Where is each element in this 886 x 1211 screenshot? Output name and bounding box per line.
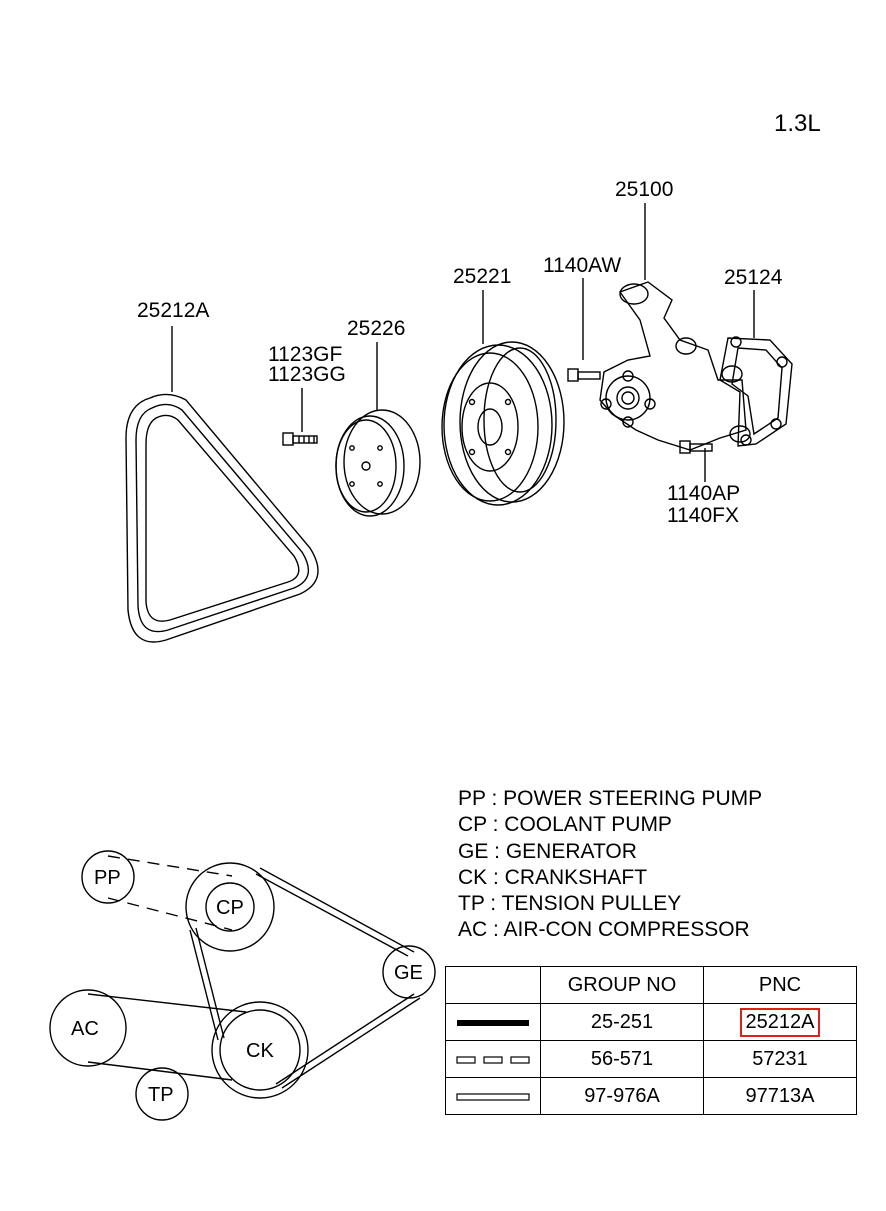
table-cell-group: 25-251 xyxy=(540,1003,704,1041)
part-label-bolt-small-1[interactable]: 1123GF xyxy=(268,343,343,366)
table-cell-group: 97-976A xyxy=(540,1077,704,1115)
belt-dashed xyxy=(107,855,233,931)
node-ck[interactable] xyxy=(219,1009,301,1091)
small-bolt[interactable] xyxy=(282,432,318,446)
large-pulley[interactable] xyxy=(441,341,565,506)
node-ge[interactable] xyxy=(382,945,436,999)
part-label-bolt-small-2[interactable]: 1123GG xyxy=(268,363,346,386)
node-label-tp: TP xyxy=(148,1084,174,1106)
gasket[interactable] xyxy=(719,336,793,447)
node-label-ac: AC xyxy=(71,1018,99,1040)
table-cell-pnc[interactable]: 97713A xyxy=(703,1077,857,1115)
legend-item: GE : GENERATOR xyxy=(458,839,637,863)
line-style-double-solid xyxy=(445,1003,541,1041)
table-cell-pnc[interactable]: 57231 xyxy=(703,1040,857,1078)
belt-routing-diagram xyxy=(49,850,436,1121)
coolant-pump[interactable] xyxy=(599,281,751,451)
node-cp-outer[interactable] xyxy=(185,862,275,952)
table-header-group: GROUP NO xyxy=(540,966,704,1004)
part-label-bolt-lower-2[interactable]: 1140FX xyxy=(667,504,739,527)
line-style-dashed-icon xyxy=(456,1055,530,1064)
parts-table: GROUP NO PNC 25-251 25212A 56-571 57231 … xyxy=(445,966,857,1115)
table-row[interactable]: 56-571 57231 xyxy=(445,1040,857,1078)
node-label-ge: GE xyxy=(394,962,423,984)
legend: PP : POWER STEERING PUMP CP : COOLANT PU… xyxy=(458,786,762,944)
legend-item: CP : COOLANT PUMP xyxy=(458,813,672,837)
part-label-pump[interactable]: 25100 xyxy=(615,178,674,201)
lower-bolt[interactable] xyxy=(679,440,713,454)
line-style-dashed xyxy=(445,1040,541,1078)
table-header-row: GROUP NO PNC xyxy=(445,966,857,1004)
part-label-bolt-lower-1[interactable]: 1140AP xyxy=(667,482,741,505)
line-style-double-solid-icon xyxy=(457,1019,529,1026)
belt-main xyxy=(87,867,421,1089)
table-header-pnc: PNC xyxy=(703,966,857,1004)
line-style-hollow-icon xyxy=(456,1092,530,1101)
part-label-pulley-small[interactable]: 25226 xyxy=(347,317,406,340)
pump-bolt[interactable] xyxy=(567,368,601,382)
part-label-bolt-pump[interactable]: 1140AW xyxy=(543,254,622,277)
table-row[interactable]: 25-251 25212A xyxy=(445,1003,857,1041)
node-ck-outer[interactable] xyxy=(211,1001,309,1099)
node-label-pp: PP xyxy=(94,867,121,889)
engine-label: 1.3L xyxy=(774,110,821,137)
legend-item: PP : POWER STEERING PUMP xyxy=(458,787,763,810)
table-cell-group: 56-571 xyxy=(540,1040,704,1078)
table-header-line-style xyxy=(445,966,541,1004)
legend-item: CK : CRANKSHAFT xyxy=(458,865,648,889)
node-pp[interactable] xyxy=(81,850,135,904)
table-row[interactable]: 97-976A 97713A xyxy=(445,1077,857,1115)
node-cp[interactable] xyxy=(205,882,255,932)
legend-item: AC : AIR-CON COMPRESSOR xyxy=(458,918,750,942)
part-label-pulley-large[interactable]: 25221 xyxy=(453,265,512,288)
pnc-highlight[interactable]: 25212A xyxy=(739,1007,821,1037)
table-cell-pnc[interactable]: 25212A xyxy=(703,1003,857,1041)
node-label-cp: CP xyxy=(216,897,244,919)
line-style-hollow xyxy=(445,1077,541,1115)
legend-item: TP : TENSION PULLEY xyxy=(458,892,682,916)
part-label-gasket[interactable]: 25124 xyxy=(724,266,783,289)
node-ac[interactable] xyxy=(49,989,127,1067)
v-belt[interactable] xyxy=(125,393,319,643)
part-label-belt[interactable]: 25212A xyxy=(137,299,210,322)
node-tp[interactable] xyxy=(135,1067,189,1121)
small-pulley[interactable] xyxy=(335,409,421,517)
node-label-ck: CK xyxy=(246,1040,274,1062)
